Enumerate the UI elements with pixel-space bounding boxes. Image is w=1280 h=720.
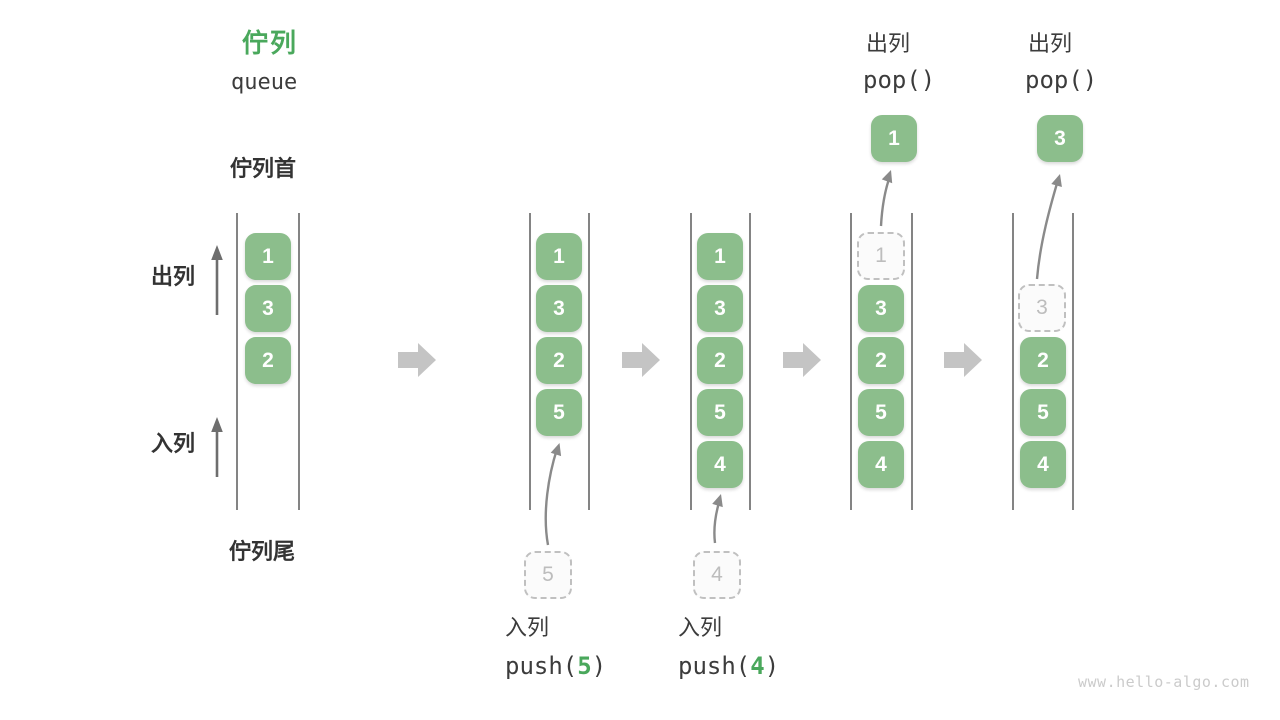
diagram-title-zh: 佇列 [242, 28, 299, 58]
staged-value-box: 4 [693, 551, 741, 599]
queue-cell: 4 [1020, 441, 1066, 488]
queue-front-label: 佇列首 [230, 156, 297, 181]
push-code-suffix: ) [591, 652, 607, 680]
dequeue-direction-arrow-icon [211, 245, 223, 315]
diagram-title-en: queue [231, 70, 298, 95]
queue-cell: 3 [536, 285, 582, 332]
push-code-arg: 5 [577, 652, 592, 680]
push-code-prefix: push( [505, 652, 578, 680]
queue-cell: 2 [1020, 337, 1066, 384]
queue-cell: 5 [697, 389, 743, 436]
step-arrow-icon [398, 343, 982, 377]
queue-cell: 2 [536, 337, 582, 384]
popped-value-box: 1 [871, 115, 917, 162]
queue-cell: 3 [697, 285, 743, 332]
queue-cell: 3 [858, 285, 904, 332]
queue-cell: 5 [858, 389, 904, 436]
dequeue-side-label: 出列 [151, 264, 196, 289]
pop-action-label: 出列 [1028, 31, 1073, 56]
queue-cell: 4 [697, 441, 743, 488]
watermark: www.hello-algo.com [1078, 673, 1250, 691]
queue-cell: 4 [858, 441, 904, 488]
push-code-suffix: ) [764, 652, 780, 680]
push-code-label: push(5) [505, 652, 606, 681]
dequeued-ghost-cell: 3 [1018, 284, 1066, 332]
push-code-arg: 4 [750, 652, 765, 680]
queue-walls [236, 213, 1074, 510]
enqueue-direction-arrow-icon [211, 417, 223, 477]
pop-code-label: pop() [1025, 66, 1098, 94]
queue-cell: 1 [536, 233, 582, 280]
queue-cell: 5 [1020, 389, 1066, 436]
queue-cell: 2 [858, 337, 904, 384]
push5-motion-arrow-icon [544, 443, 562, 546]
pop3-motion-arrow-icon [1035, 174, 1062, 280]
queue-cell: 5 [536, 389, 582, 436]
pop1-motion-arrow-icon [879, 170, 893, 227]
push-code-label: push(4) [678, 652, 779, 681]
push-code-prefix: push( [678, 652, 751, 680]
queue-cell: 3 [245, 285, 291, 332]
queue-cell: 2 [697, 337, 743, 384]
pop-action-label: 出列 [866, 31, 911, 56]
push-action-label: 入列 [678, 615, 723, 640]
dequeued-ghost-cell: 1 [857, 232, 905, 280]
enqueue-side-label: 入列 [151, 431, 196, 456]
push4-motion-arrow-icon [712, 494, 723, 544]
queue-rear-label: 佇列尾 [229, 539, 296, 564]
staged-value-box: 5 [524, 551, 572, 599]
pop-code-label: pop() [863, 66, 936, 94]
queue-cell: 2 [245, 337, 291, 384]
queue-cell: 1 [697, 233, 743, 280]
push-action-label: 入列 [505, 615, 550, 640]
popped-value-box: 3 [1037, 115, 1083, 162]
queue-cell: 1 [245, 233, 291, 280]
